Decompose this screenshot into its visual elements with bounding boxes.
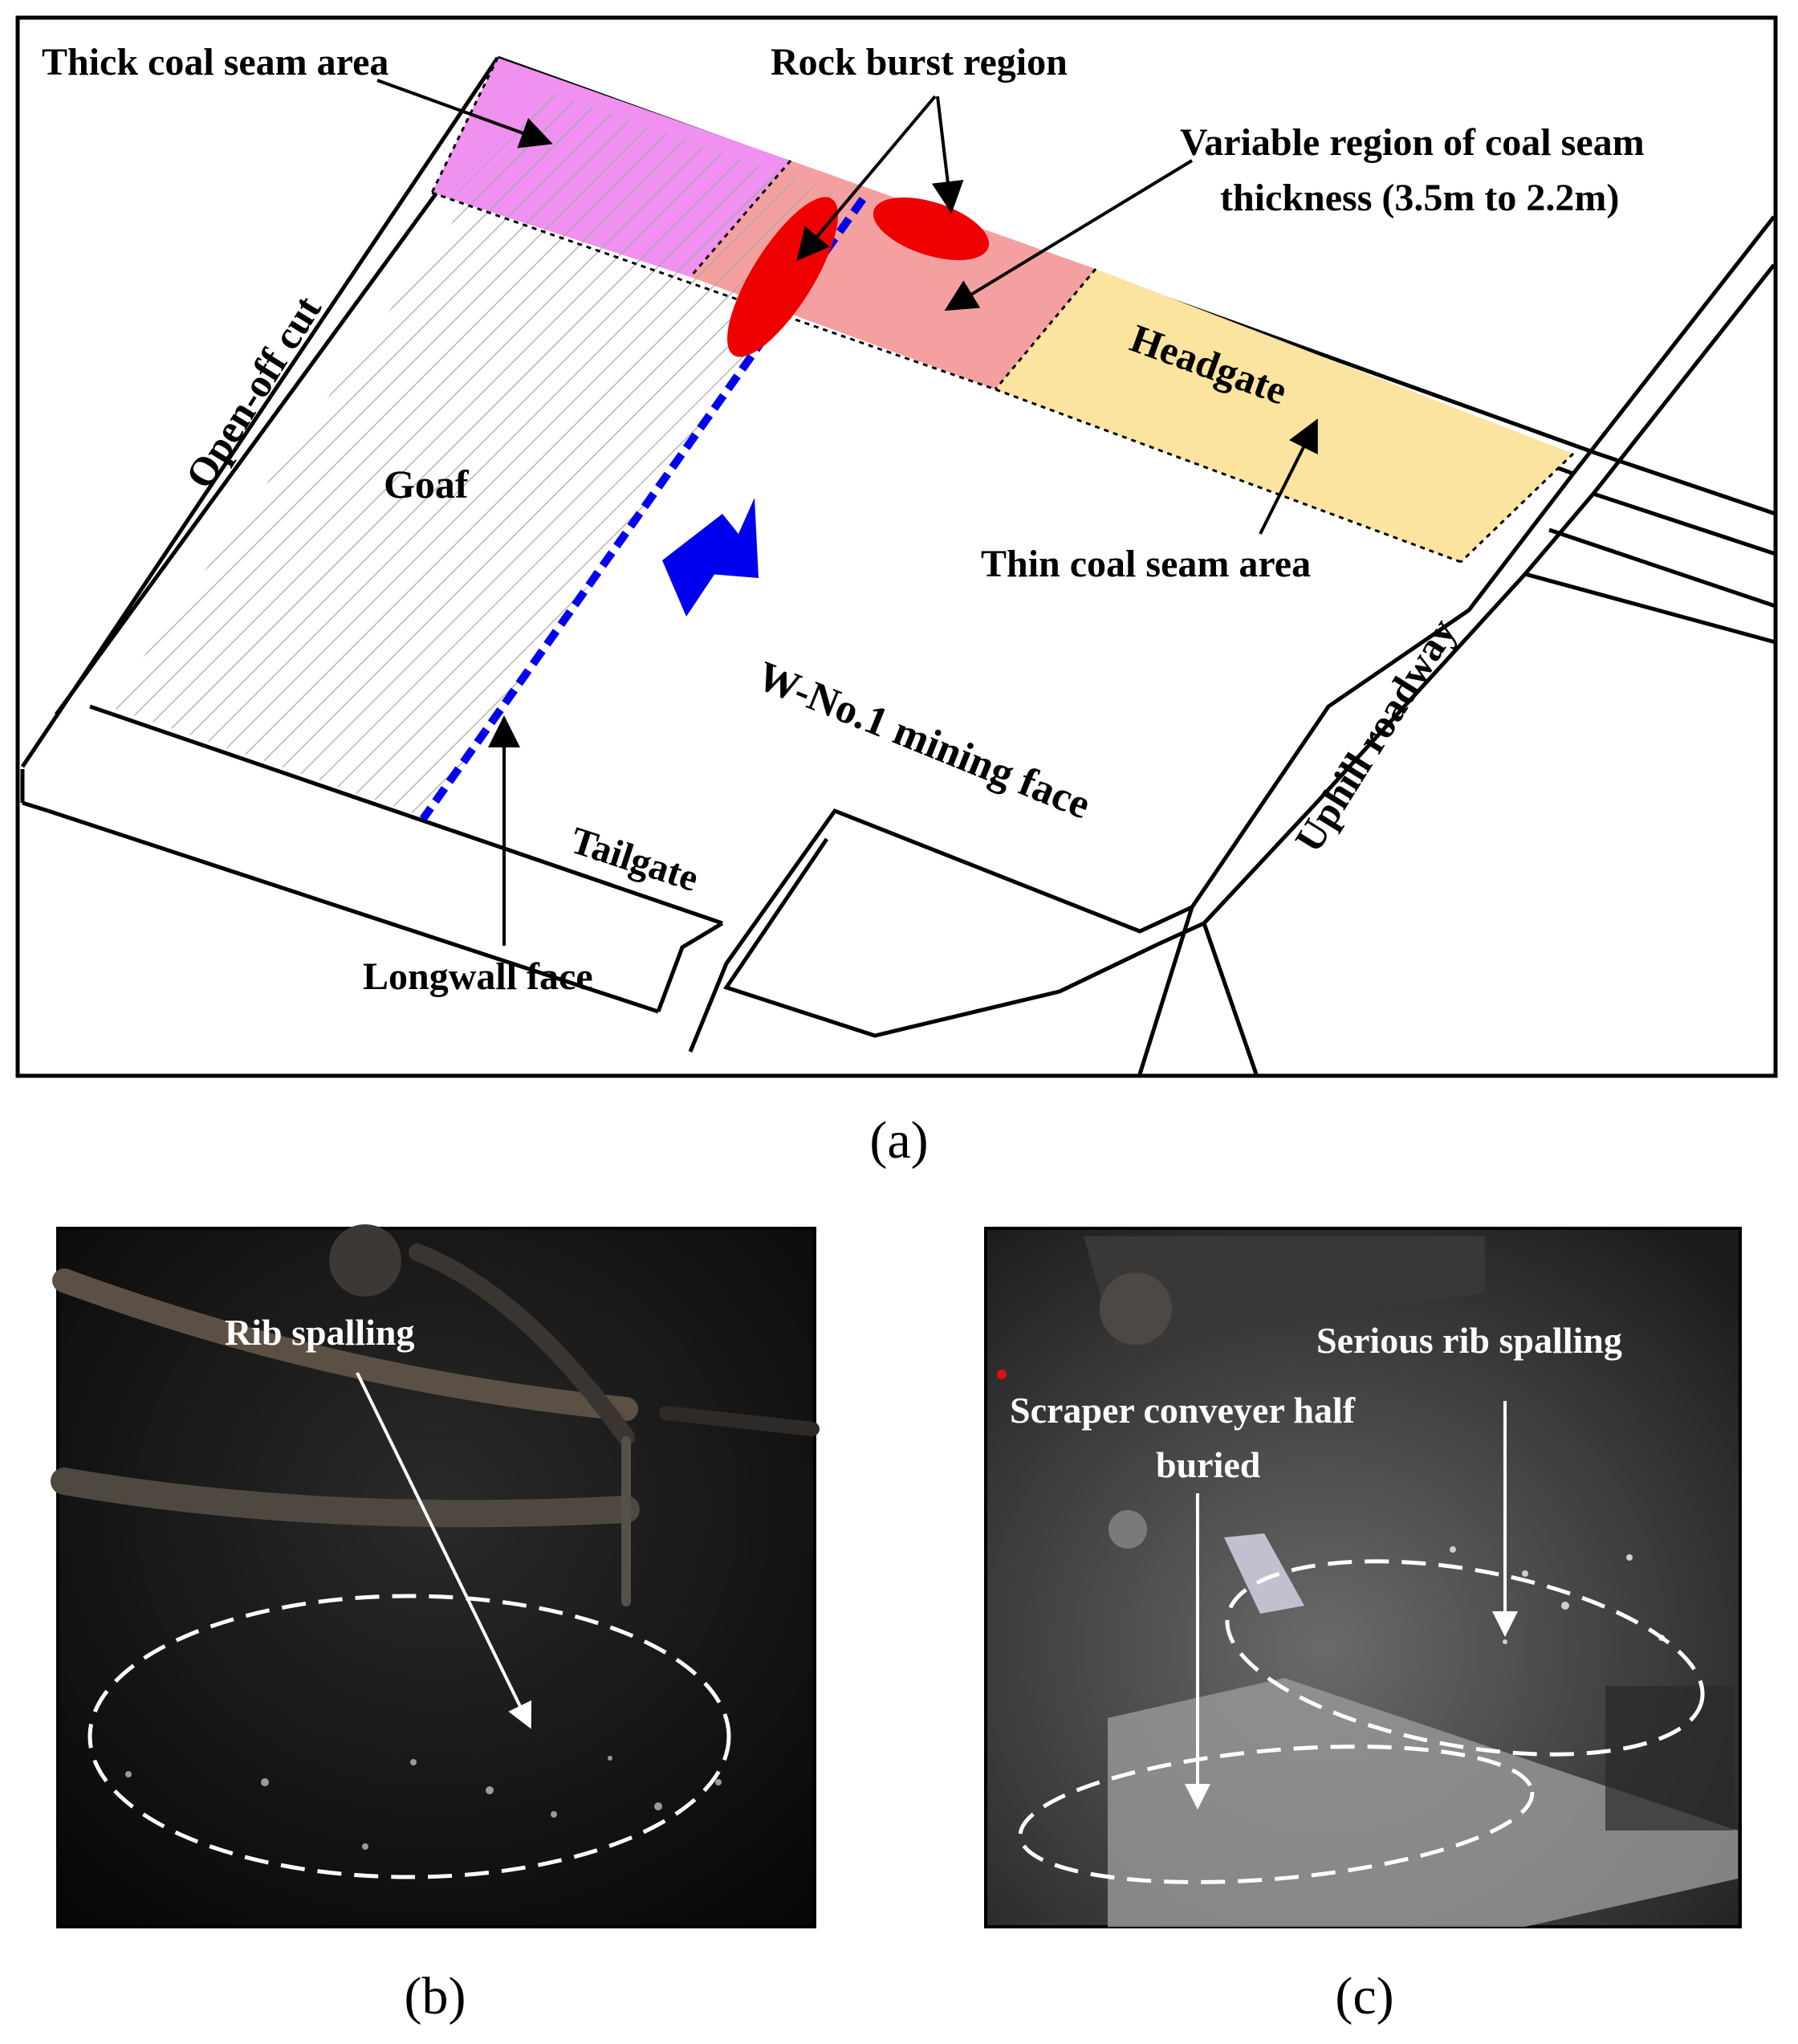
panel-c: Serious rib spalling Scraper conveyer ha… xyxy=(984,1227,1742,2026)
rib-spalling-label: Rib spalling xyxy=(225,1312,415,1353)
annotation-arrows xyxy=(376,79,1318,946)
panel-b-photo xyxy=(56,1227,816,1928)
rib-spalling-arrow xyxy=(356,1372,532,1729)
panel-c-caption: (c) xyxy=(1335,1967,1393,2026)
scraper-conveyer-label-2: buried xyxy=(1156,1444,1261,1485)
panel-b-coal-texture xyxy=(125,1756,722,1850)
rib-spalling-ellipse xyxy=(87,1594,731,1879)
goaf-label: Goaf xyxy=(384,462,470,507)
variable-region-label-1: Variable region of coal seam xyxy=(1180,121,1645,164)
advance-direction-arrow xyxy=(662,498,759,617)
panel-a-caption: (a) xyxy=(869,1111,928,1170)
thin-coal-seam-label: Thin coal seam area xyxy=(981,543,1311,585)
thin-coal-seam-zone xyxy=(995,269,1573,562)
panel-b: Rib spalling (b) xyxy=(51,1224,820,2026)
zone-boundaries xyxy=(430,57,1575,564)
panel-b-equipment xyxy=(51,1224,820,1606)
rock-burst-label: Rock burst region xyxy=(771,41,1068,83)
longwall-face-label: Longwall face xyxy=(363,955,593,998)
variable-region-label-2: thickness (3.5m to 2.2m) xyxy=(1220,177,1619,219)
goaf-area xyxy=(108,91,859,817)
scraper-conveyer-label-1: Scraper conveyer half xyxy=(1010,1390,1356,1431)
panel-b-caption: (b) xyxy=(405,1967,466,2026)
serious-rib-spalling-label: Serious rib spalling xyxy=(1316,1320,1622,1361)
scraper-conveyer-ellipse xyxy=(1018,1745,1535,1884)
thick-coal-seam-label: Thick coal seam area xyxy=(42,41,388,83)
serious-spalling-ellipse xyxy=(1225,1559,1705,1757)
panel-c-equipment xyxy=(997,1236,1738,1927)
panel-a: Thick coal seam area Rock burst region V… xyxy=(15,15,1778,1170)
